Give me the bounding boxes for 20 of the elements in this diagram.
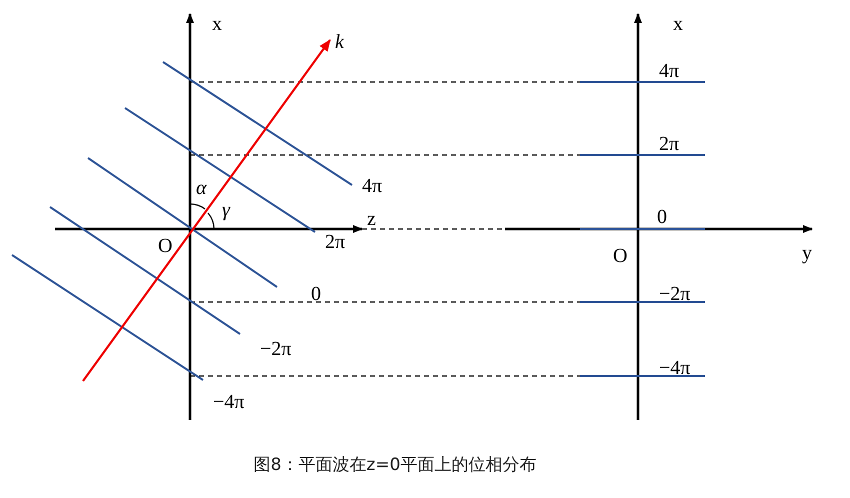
caption: 图8：平面波在z=0平面上的位相分布 [254, 457, 536, 474]
phase-label: 0 [311, 284, 321, 304]
origin-label: O [158, 236, 172, 256]
axis-label: x [212, 14, 222, 34]
phase-label: 2π [659, 134, 680, 154]
phase-label: −4π [659, 358, 690, 378]
phase-label: 4π [362, 176, 382, 196]
phase-label: −4π [213, 392, 244, 412]
phase-label: 2π [325, 232, 346, 252]
axis-label: y [802, 243, 812, 263]
phase-label: 0 [657, 207, 667, 227]
phase-label: −2π [659, 284, 690, 304]
angle-label: α [196, 178, 206, 198]
phase-label: −2π [260, 339, 292, 359]
axis-label: x [673, 14, 683, 34]
angle-label: γ [222, 200, 230, 220]
origin-label: O [613, 246, 628, 266]
phase-label: 4π [659, 61, 680, 81]
axis-label: z [367, 209, 376, 229]
vector-label: k [335, 32, 344, 52]
